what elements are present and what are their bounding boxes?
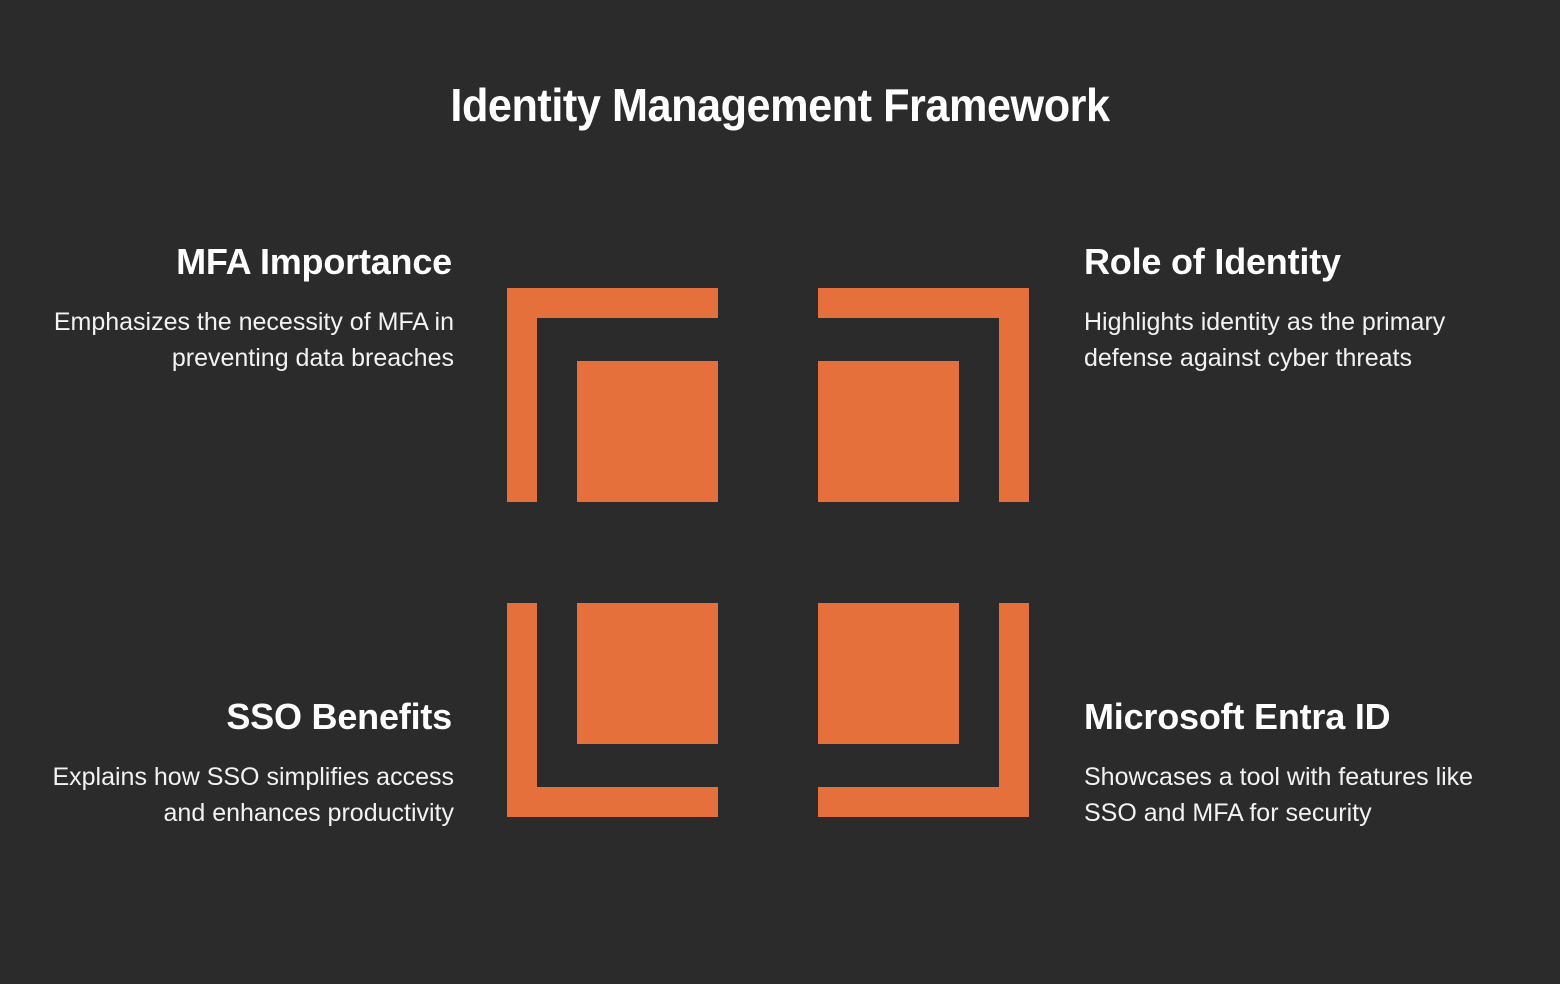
quadrant-description-sso-benefits: Explains how SSO simplifies access and e… [52, 763, 454, 827]
bracket-arm-top [507, 288, 718, 318]
page-title: Identity Management Framework [450, 79, 1110, 131]
bracket-inner-square [577, 603, 718, 744]
corner-bracket-top-right-icon [818, 288, 1029, 502]
bracket-arm-left [507, 288, 537, 502]
bracket-arm-right [999, 288, 1029, 502]
bracket-arm-top [818, 288, 1029, 318]
quadrant-description-role-of-identity: Highlights identity as the primary defen… [1084, 308, 1446, 372]
framework-diagram [507, 288, 1029, 817]
bracket-inner-square [818, 603, 959, 744]
corner-bracket-bottom-left-icon [507, 603, 718, 817]
quadrant-top-right: Role of Identity Highlights identity as … [1084, 240, 1504, 376]
quadrant-top-left: MFA Importance Emphasizes the necessity … [34, 240, 454, 376]
quadrant-heading-sso-benefits: SSO Benefits [226, 696, 452, 737]
bracket-arm-left [507, 603, 537, 817]
corner-bracket-bottom-right-icon [818, 603, 1029, 817]
quadrant-heading-role-of-identity: Role of Identity [1084, 241, 1341, 282]
bracket-arm-bottom [818, 787, 1029, 817]
quadrant-bottom-left: SSO Benefits Explains how SSO simplifies… [34, 695, 454, 831]
quadrant-description-microsoft-entra-id: Showcases a tool with features like SSO … [1084, 763, 1474, 827]
quadrant-description-mfa-importance: Emphasizes the necessity of MFA in preve… [53, 308, 454, 372]
bracket-inner-square [818, 361, 959, 502]
bracket-arm-right [999, 603, 1029, 817]
quadrant-bottom-right: Microsoft Entra ID Showcases a tool with… [1084, 695, 1504, 831]
quadrant-heading-mfa-importance: MFA Importance [176, 241, 452, 282]
bracket-inner-square [577, 361, 718, 502]
corner-bracket-top-left-icon [507, 288, 718, 502]
bracket-arm-bottom [507, 787, 718, 817]
quadrant-heading-microsoft-entra-id: Microsoft Entra ID [1084, 696, 1391, 737]
